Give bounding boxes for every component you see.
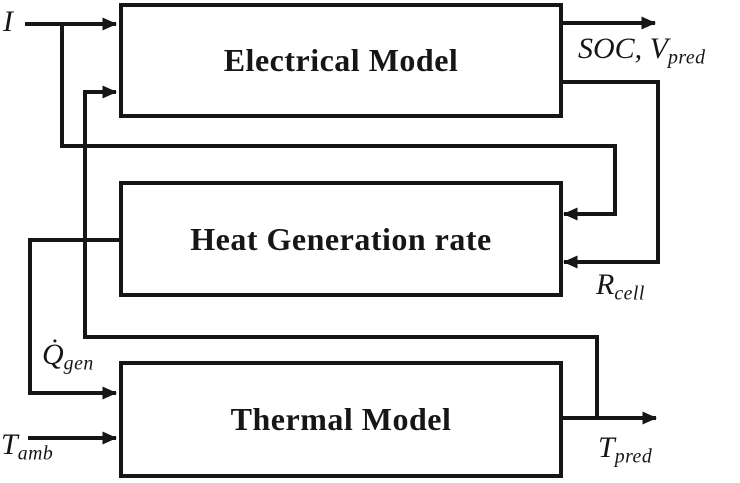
label-tamb-subscript: amb: [17, 442, 54, 465]
heat-generation-rate-label: Heat Generation rate: [190, 220, 492, 257]
label-tpred-symbol: T: [598, 431, 615, 464]
label-current-symbol: I: [3, 5, 13, 38]
label-qgen-subscript: gen: [63, 352, 94, 375]
electrical-model-block: Electrical Model: [119, 3, 563, 118]
label-rcell: Rcell: [596, 268, 645, 305]
thermal-model-label: Thermal Model: [230, 401, 452, 437]
electrical-model-label: Electrical Model: [223, 42, 459, 78]
label-qgen-symbol: Q̇: [42, 338, 64, 371]
label-tamb-input: Tamb: [1, 428, 53, 465]
label-rcell-subscript: cell: [614, 282, 645, 305]
heat-generation-rate-block: Heat Generation rate: [119, 181, 563, 297]
label-qgen: Q̇gen: [42, 338, 94, 375]
label-soc-vpred-subscript: pred: [668, 46, 706, 69]
label-tpred-subscript: pred: [614, 445, 653, 468]
label-tamb-symbol: T: [1, 428, 18, 461]
label-tpred-output: Tpred: [598, 431, 652, 468]
label-rcell-symbol: R: [596, 268, 615, 301]
wire-rcell-to-heat-generation: [563, 80, 660, 269]
label-soc-vpred-output: SOC, Vpred: [578, 32, 706, 69]
label-soc-vpred-symbol: SOC, V: [578, 32, 668, 65]
label-current-input: I: [3, 5, 13, 42]
thermal-model-block: Thermal Model: [119, 361, 563, 478]
